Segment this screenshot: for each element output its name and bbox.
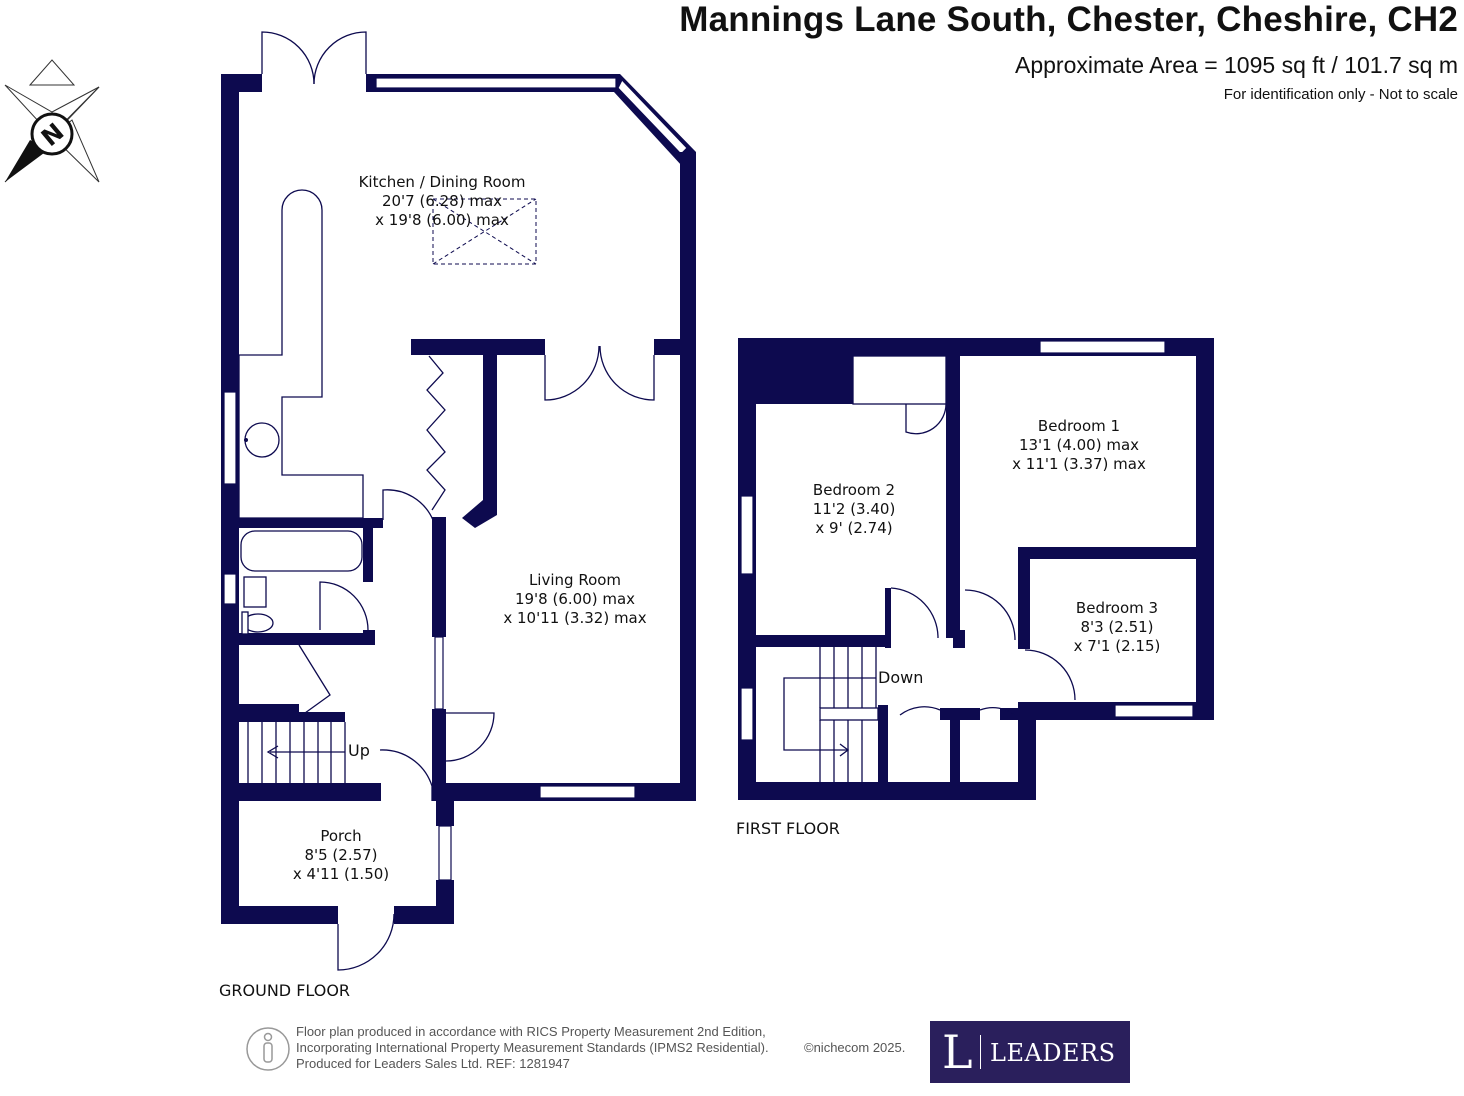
- svg-text:Porch: Porch: [320, 827, 361, 845]
- logo-letter: L: [942, 1025, 973, 1079]
- door-swing: [319, 581, 369, 631]
- svg-text:x 19'8 (6.00) max: x 19'8 (6.00) max: [375, 211, 509, 229]
- window: [539, 785, 636, 799]
- sink: [244, 422, 280, 458]
- window: [223, 573, 237, 605]
- svg-text:Bedroom 1: Bedroom 1: [1038, 417, 1120, 435]
- svg-text:Bedroom 3: Bedroom 3: [1076, 599, 1158, 617]
- staircase: [247, 722, 346, 783]
- svg-text:11'2 (3.40): 11'2 (3.40): [813, 500, 896, 518]
- logo-divider: [980, 1035, 981, 1069]
- room-bedroom-1: Bedroom 1 13'1 (4.00) max x 11'1 (3.37) …: [1012, 417, 1146, 473]
- door-swing: [261, 31, 315, 85]
- window: [438, 825, 452, 881]
- footer-line: Produced for Leaders Sales Ltd. REF: 128…: [296, 1056, 570, 1071]
- washbasin: [243, 576, 267, 608]
- door-swing: [964, 589, 1016, 641]
- svg-text:13'1 (4.00) max: 13'1 (4.00) max: [1019, 436, 1139, 454]
- logo-name: LEADERS: [990, 1039, 1116, 1067]
- footer-line: Floor plan produced in accordance with R…: [296, 1024, 766, 1039]
- plan-title: Mannings Lane South, Chester, Cheshire, …: [679, 0, 1458, 39]
- approximate-area: Approximate Area = 1095 sq ft / 101.7 sq…: [1014, 52, 1458, 78]
- door-swing: [890, 587, 939, 639]
- north-arrow-icon: N: [4, 59, 100, 183]
- svg-text:8'5 (2.57): 8'5 (2.57): [304, 846, 377, 864]
- svg-text:Kitchen / Dining Room: Kitchen / Dining Room: [359, 173, 526, 191]
- room-porch: Porch 8'5 (2.57) x 4'11 (1.50): [293, 827, 389, 883]
- door-swing: [544, 345, 600, 401]
- door-swing: [445, 712, 495, 762]
- room-kitchen-dining: Kitchen / Dining Room 20'7 (6.28) max x …: [359, 173, 526, 229]
- kitchen-counter: [238, 189, 364, 519]
- bathtub: [240, 530, 363, 572]
- room-living-room: Living Room 19'8 (6.00) max x 10'11 (3.3…: [503, 571, 646, 627]
- copyright: ©nichecom 2025.: [804, 1040, 906, 1055]
- footer-line: Incorporating International Property Mea…: [296, 1040, 769, 1055]
- svg-text:Bedroom 2: Bedroom 2: [813, 481, 895, 499]
- ground-floor-label: GROUND FLOOR: [219, 981, 350, 1000]
- stairs-down-label: Down: [878, 668, 923, 687]
- door-swing: [379, 749, 433, 801]
- svg-text:19'8 (6.00) max: 19'8 (6.00) max: [515, 590, 635, 608]
- person-icon: [246, 1027, 290, 1071]
- window: [1039, 340, 1166, 354]
- door-swing: [313, 31, 367, 85]
- footer-disclaimer: Floor plan produced in accordance with R…: [296, 1024, 769, 1072]
- room-bedroom-3: Bedroom 3 8'3 (2.51) x 7'1 (2.15): [1074, 599, 1161, 655]
- first-floor-label: FIRST FLOOR: [736, 819, 840, 838]
- window: [1114, 704, 1194, 718]
- svg-text:Living Room: Living Room: [529, 571, 621, 589]
- door-swing: [599, 345, 655, 401]
- first-floor-plan: Down: [738, 338, 1214, 800]
- svg-text:x 7'1 (2.15): x 7'1 (2.15): [1074, 637, 1161, 655]
- room-bedroom-2: Bedroom 2 11'2 (3.40) x 9' (2.74): [813, 481, 896, 537]
- leaders-logo: L LEADERS: [930, 1021, 1130, 1083]
- svg-text:8'3 (2.51): 8'3 (2.51): [1080, 618, 1153, 636]
- door-swing: [337, 913, 395, 971]
- window: [375, 77, 617, 89]
- skylight: [432, 198, 537, 265]
- ground-floor-plan: Up: [221, 31, 696, 971]
- svg-text:x 10'11 (3.32) max: x 10'11 (3.32) max: [503, 609, 646, 627]
- window: [617, 78, 688, 155]
- door-swing: [1024, 649, 1076, 701]
- door-swing: [382, 489, 434, 521]
- window: [223, 391, 237, 485]
- wall: [221, 74, 239, 924]
- svg-text:x 11'1 (3.37) max: x 11'1 (3.37) max: [1012, 455, 1146, 473]
- svg-text:x 4'11 (1.50): x 4'11 (1.50): [293, 865, 389, 883]
- scale-note: For identification only - Not to scale: [1223, 86, 1458, 103]
- staircase: [783, 647, 879, 782]
- svg-text:x 9' (2.74): x 9' (2.74): [815, 519, 892, 537]
- stairs-up-label: Up: [348, 741, 370, 760]
- window: [740, 687, 754, 741]
- svg-text:20'7 (6.28) max: 20'7 (6.28) max: [382, 192, 502, 210]
- window: [740, 495, 754, 575]
- window: [434, 636, 444, 710]
